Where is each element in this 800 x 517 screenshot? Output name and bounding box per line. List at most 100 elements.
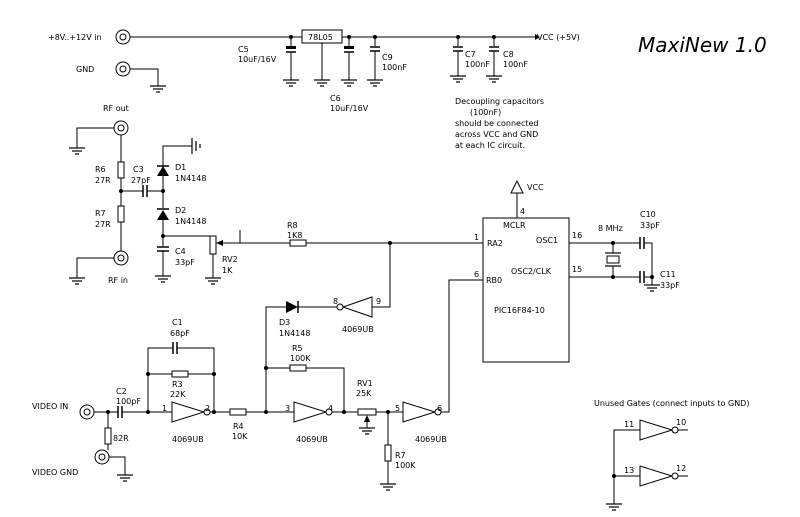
pic-name: PIC16F84-10 (494, 306, 545, 315)
c7-value: 100nF (465, 60, 490, 69)
r3-resistor (171, 370, 189, 378)
svg-text:33pF: 33pF (175, 258, 195, 267)
rv1-trimmer (357, 408, 377, 416)
svg-text:4069UB: 4069UB (296, 435, 328, 444)
inverter-gate-1 (171, 401, 206, 423)
svg-text:33pF: 33pF (660, 281, 680, 290)
vcc-arrow (510, 179, 524, 194)
pic-microcontroller (482, 217, 570, 363)
svg-text:4069UB: 4069UB (415, 435, 447, 444)
svg-text:6: 6 (437, 404, 442, 413)
svg-text:R6: R6 (95, 165, 106, 174)
svg-text:1K8: 1K8 (287, 231, 302, 240)
svg-text:C3: C3 (133, 165, 144, 174)
rf-section: RF out R6 27R R7 27R RF in C3 27pF (68, 104, 241, 285)
svg-text:22K: 22K (170, 390, 186, 399)
c6-label: C6 (330, 94, 341, 103)
c8-label: C8 (503, 50, 514, 59)
svg-text:RB0: RB0 (486, 276, 502, 285)
ground-symbol (149, 85, 167, 93)
svg-text:R7: R7 (395, 451, 406, 460)
svg-text:MCLR: MCLR (503, 221, 526, 230)
mcu-section: R8 1K8 PIC16F84-10 MCLR RA2 RB0 OSC1 OSC… (240, 179, 680, 363)
r6-resistor (117, 161, 125, 179)
svg-text:82R: 82R (113, 434, 129, 443)
svg-text:4069UB: 4069UB (172, 435, 204, 444)
svg-text:12: 12 (676, 464, 686, 473)
svg-text:10: 10 (676, 418, 686, 427)
svg-text:4069UB: 4069UB (342, 325, 374, 334)
svg-text:5: 5 (395, 404, 400, 413)
svg-text:C4: C4 (175, 247, 186, 256)
inverter-gate-2 (293, 401, 328, 423)
svg-text:15: 15 (572, 265, 582, 274)
svg-text:across VCC and GND: across VCC and GND (455, 130, 538, 139)
svg-text:8: 8 (333, 297, 338, 306)
svg-text:4: 4 (328, 404, 333, 413)
r8-resistor (289, 239, 307, 247)
svg-text:1: 1 (474, 233, 479, 242)
r5-resistor (289, 364, 307, 372)
video-in-label: VIDEO IN (32, 402, 68, 411)
svg-text:(100nF): (100nF) (470, 108, 501, 117)
svg-text:D3: D3 (279, 318, 290, 327)
unused-gates: Unused Gates (connect inputs to GND) 11 … (594, 399, 749, 511)
svg-text:4: 4 (520, 207, 525, 216)
svg-text:11: 11 (624, 420, 634, 429)
svg-text:1K: 1K (222, 266, 233, 275)
schematic-title: MaxiNew 1.0 (638, 33, 767, 57)
svg-text:2: 2 (205, 404, 210, 413)
svg-text:should be connected: should be connected (455, 119, 538, 128)
svg-text:R4: R4 (233, 422, 244, 431)
svg-text:R5: R5 (292, 344, 303, 353)
r82-resistor (104, 427, 112, 445)
svg-text:1N4148: 1N4148 (279, 329, 310, 338)
d1-diode (157, 166, 169, 176)
inverter-gate-4 (341, 296, 373, 318)
svg-text:C11: C11 (660, 270, 676, 279)
svg-text:R7: R7 (95, 209, 106, 218)
c6-value: 10uF/16V (330, 104, 369, 113)
svg-text:R8: R8 (287, 221, 298, 230)
svg-text:100pF: 100pF (116, 397, 141, 406)
svg-text:6: 6 (474, 270, 479, 279)
rf-out-label: RF out (103, 104, 129, 113)
svg-text:25K: 25K (356, 389, 372, 398)
r4-resistor (229, 408, 247, 416)
svg-text:27R: 27R (95, 176, 111, 185)
c8-value: 100nF (503, 60, 528, 69)
svg-text:OSC1: OSC1 (536, 236, 558, 245)
svg-text:1: 1 (162, 404, 167, 413)
svg-text:9: 9 (376, 297, 381, 306)
video-section: VIDEO IN VIDEO GND 82R C2 100pF 1 2 4069… (32, 243, 483, 491)
vcc-rail-label: VCC (+5V) (537, 33, 580, 42)
svg-text:RV2: RV2 (222, 255, 238, 264)
d2-diode (157, 210, 169, 220)
svg-text:Decoupling capacitors: Decoupling capacitors (455, 97, 544, 106)
svg-text:RV1: RV1 (357, 379, 373, 388)
svg-text:100K: 100K (290, 354, 311, 363)
svg-text:C10: C10 (640, 210, 656, 219)
svg-text:VCC: VCC (527, 183, 544, 192)
svg-text:at each IC circuit.: at each IC circuit. (455, 141, 525, 150)
svg-text:C1: C1 (172, 318, 183, 327)
svg-text:27R: 27R (95, 220, 111, 229)
svg-text:68pF: 68pF (170, 329, 190, 338)
gnd-label: GND (76, 65, 94, 74)
svg-text:33pF: 33pF (640, 221, 660, 230)
c9-label: C9 (382, 53, 393, 62)
svg-text:27pF: 27pF (131, 176, 151, 185)
rf-in-label: RF in (108, 276, 128, 285)
unused-gates-label: Unused Gates (connect inputs to GND) (594, 399, 749, 408)
r7-video-resistor (384, 444, 392, 462)
svg-text:1N4148: 1N4148 (175, 174, 206, 183)
svg-text:16: 16 (572, 231, 582, 240)
svg-text:D2: D2 (175, 206, 186, 215)
power-input-label: +8V..+12V in (48, 33, 102, 42)
d3-diode (286, 301, 298, 313)
c9-value: 100nF (382, 63, 407, 72)
svg-text:100K: 100K (395, 461, 416, 470)
crystal-label: 8 MHz (598, 224, 623, 233)
inverter-gate-3 (402, 401, 437, 423)
crystal (606, 255, 620, 264)
